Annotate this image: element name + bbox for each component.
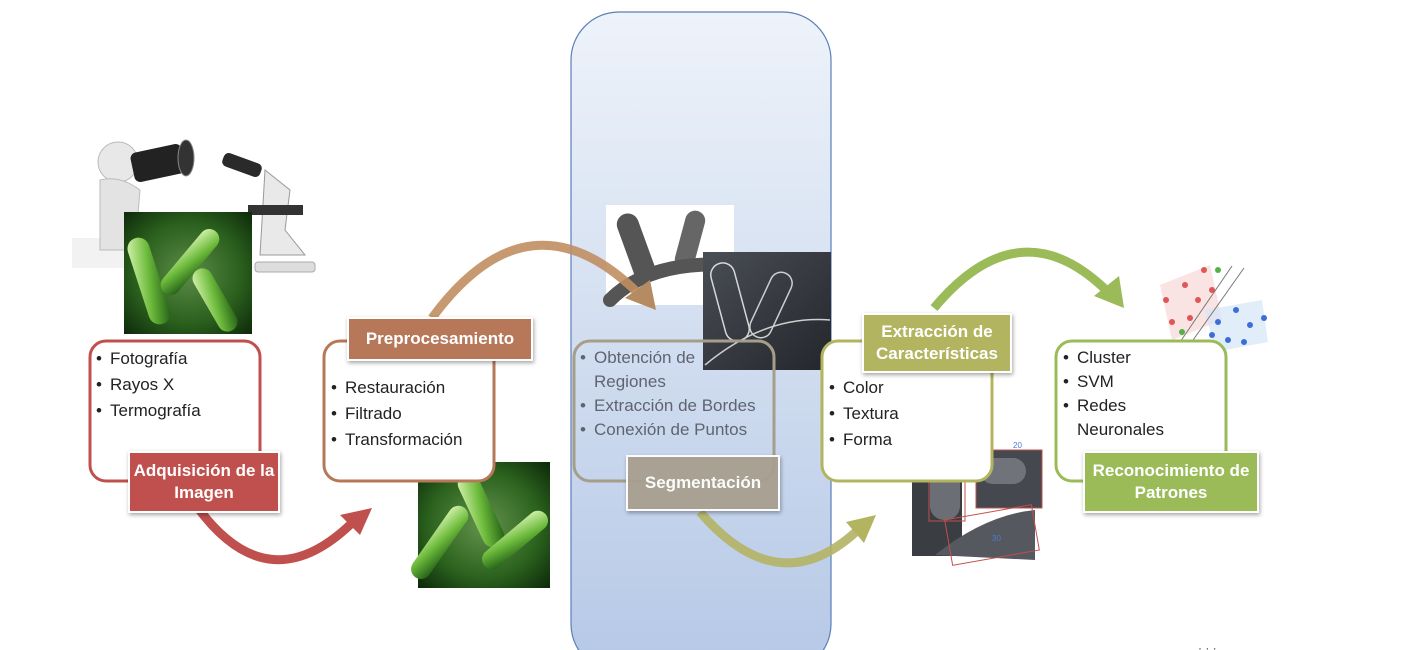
stage-title-reconocimiento: Reconocimiento de Patrones [1083,451,1259,513]
list-item: Termografía [96,398,256,424]
reconocimiento-items: Cluster SVM Redes Neuronales [1063,346,1193,442]
list-item: Forma [829,427,919,453]
list-item: Fotografía [96,346,256,372]
list-item: Obtención de Regiones [580,346,719,394]
list-item: SVM [1063,370,1193,394]
stage-title-preprocesamiento: Preprocesamiento [347,317,533,361]
list-item: Conexión de Puntos [580,418,760,442]
list-item: Transformación [331,427,491,453]
svg-text:· · ·: · · · [1198,641,1217,650]
bbox-label-2: 20 [1013,441,1022,450]
bacteria-photo-preprocessing [411,462,550,588]
stage-title-adquisicion: Adquisición de la Imagen [128,451,280,513]
arrow-adquisicion-to-preprocesamiento [194,505,372,565]
arrow-extraccion-to-reconocimiento [930,247,1124,311]
list-item: Restauración [331,375,491,401]
arrow-preprocesamiento-to-segmentacion [428,240,656,321]
bbox-label-3: 30 [992,534,1001,543]
preprocesamiento-items: Restauración Filtrado Transformación [331,375,491,453]
arrow-segmentacion-to-extraccion [696,509,876,568]
list-item: Rayos X [96,372,256,398]
segmentacion-items: Obtención de Regiones Extracción de Bord… [580,346,760,442]
list-item: Extracción de Bordes [580,394,760,418]
extraccion-items: Color Textura Forma [829,375,919,453]
stage-title-segmentacion: Segmentación [626,455,780,511]
list-item: Filtrado [331,401,491,427]
list-item: Cluster [1063,346,1193,370]
list-item: Textura [829,401,919,427]
svm-scatter-illustration [1160,265,1268,352]
stage-title-extraccion: Extracción de Características [862,313,1012,373]
list-item: Color [829,375,919,401]
list-item: Redes Neuronales [1063,394,1177,442]
adquisicion-items: Fotografía Rayos X Termografía [96,346,256,424]
bacteria-photo-acquisition [124,212,252,334]
